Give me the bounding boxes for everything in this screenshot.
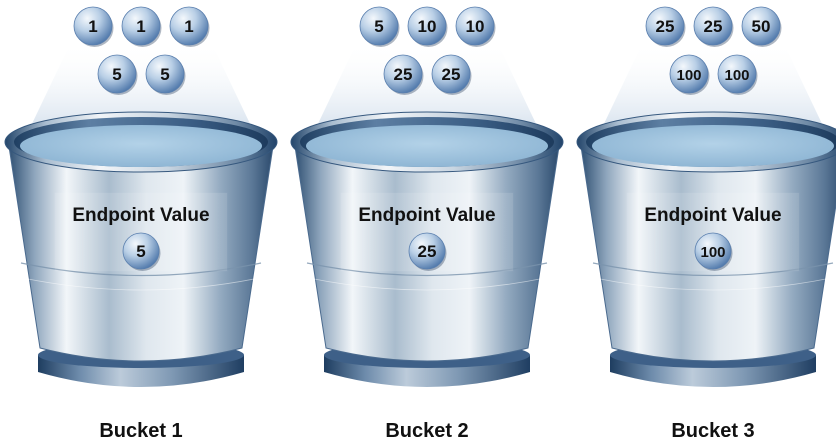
bucket-band-highlight [22, 277, 260, 291]
bucket-water [20, 125, 262, 167]
ball-shape [407, 6, 447, 46]
ball-value: 5 [160, 65, 169, 84]
ball-value: 10 [418, 17, 437, 36]
ball-shape [717, 54, 757, 94]
ball-value: 5 [374, 17, 383, 36]
pour-glow [29, 42, 253, 130]
endpoint-value-ball: 5 [122, 232, 161, 271]
ball-value: 1 [88, 17, 97, 36]
pour-glow [315, 42, 539, 130]
bucket-band-line [306, 262, 548, 277]
ball-shape [145, 54, 185, 94]
pour-glow [601, 42, 825, 130]
value-ball: 25 [383, 54, 424, 95]
value-ball: 1 [73, 6, 114, 47]
bucket-label: Bucket 2 [385, 420, 468, 442]
endpoint-caption: Endpoint Value [358, 205, 495, 226]
value-ball: 10 [407, 6, 448, 47]
endpoint-caption: Endpoint Value [72, 205, 209, 226]
ball-value: 1 [136, 17, 145, 36]
ball-shape [669, 54, 709, 94]
ball-shape [693, 6, 733, 46]
value-ball: 25 [645, 6, 686, 47]
value-ball: 1 [169, 6, 210, 47]
ball-value: 5 [136, 242, 145, 261]
bucket-label: Bucket 3 [671, 420, 754, 442]
value-ball: 5 [359, 6, 400, 47]
bucket-band-highlight [594, 277, 832, 291]
value-ball: 5 [97, 54, 138, 95]
ball-shape [455, 6, 495, 46]
ball-shape [408, 232, 446, 270]
endpoint-value-ball: 100 [694, 232, 733, 271]
value-ball: 50 [741, 6, 782, 47]
value-ball: 100 [717, 54, 758, 95]
bucket-band-line [592, 262, 834, 277]
ball-shape [359, 6, 399, 46]
ball-value: 100 [676, 67, 701, 84]
ball-value: 10 [466, 17, 485, 36]
ball-shape [741, 6, 781, 46]
value-ball: 5 [145, 54, 186, 95]
ball-value: 25 [442, 65, 461, 84]
ball-shape [73, 6, 113, 46]
value-ball: 10 [455, 6, 496, 47]
bucket-water [592, 125, 834, 167]
endpoint-caption: Endpoint Value [644, 205, 781, 226]
ball-value: 1 [184, 17, 193, 36]
ball-shape [694, 232, 732, 270]
ball-value: 100 [724, 67, 749, 84]
ball-shape [122, 232, 160, 270]
bucket-water [306, 125, 548, 167]
bucket-band-line [20, 262, 262, 277]
endpoint-value-ball: 25 [408, 232, 447, 271]
ball-value: 25 [394, 65, 413, 84]
ball-shape [383, 54, 423, 94]
value-ball: 1 [121, 6, 162, 47]
ball-shape [431, 54, 471, 94]
ball-value: 25 [656, 17, 675, 36]
ball-shape [169, 6, 209, 46]
ball-shape [121, 6, 161, 46]
bucket-band-highlight [308, 277, 546, 291]
value-ball: 100 [669, 54, 710, 95]
ball-shape [97, 54, 137, 94]
ball-value: 100 [700, 244, 725, 261]
ball-value: 25 [704, 17, 723, 36]
ball-value: 25 [418, 242, 437, 261]
ball-value: 5 [112, 65, 121, 84]
ball-shape [645, 6, 685, 46]
ball-value: 50 [752, 17, 771, 36]
bucket-label: Bucket 1 [99, 420, 182, 442]
value-ball: 25 [431, 54, 472, 95]
value-ball: 25 [693, 6, 734, 47]
